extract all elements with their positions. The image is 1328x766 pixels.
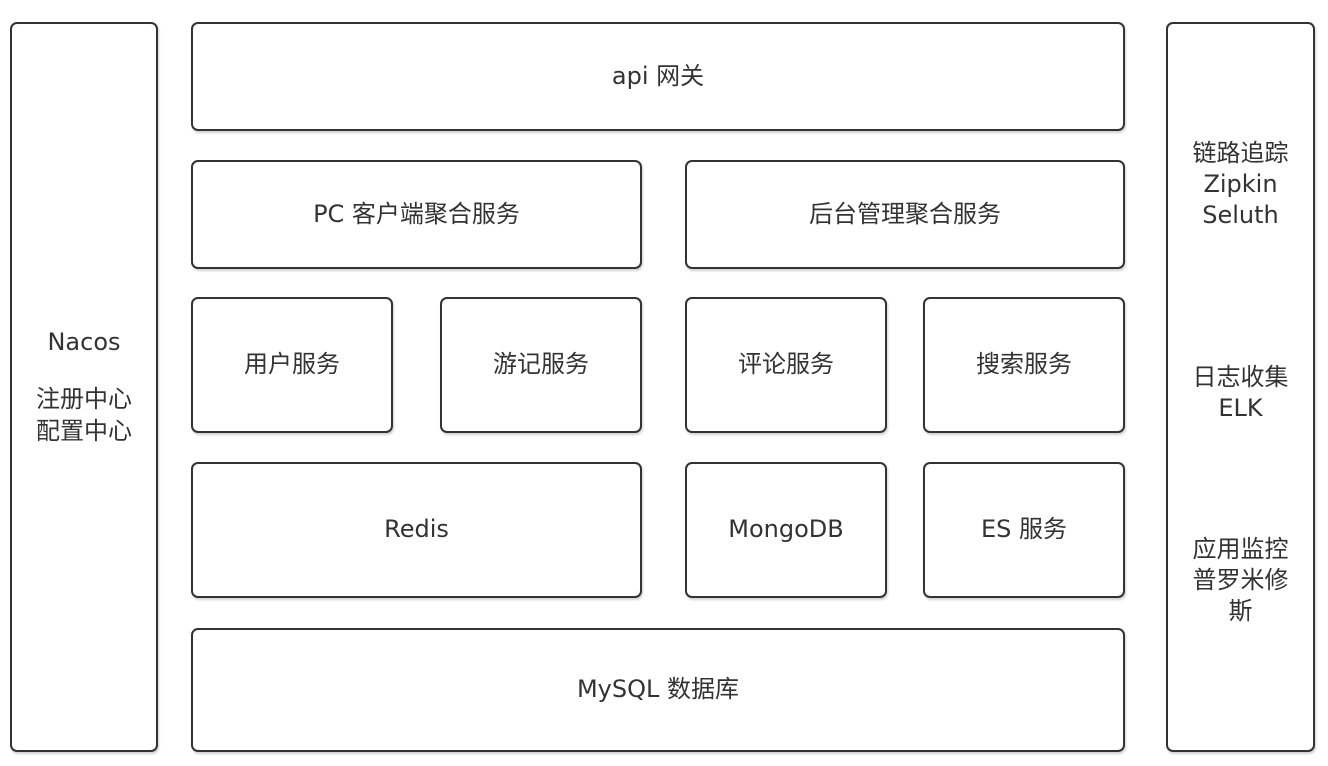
mongodb-box: MongoDB [685,462,887,598]
comment-service-label: 评论服务 [738,350,834,379]
mongodb-label: MongoDB [728,515,844,544]
nacos-panel: Nacos 注册中心 配置中心 [10,22,158,752]
redis-label: Redis [384,515,449,544]
api-gateway-box: api 网关 [191,22,1125,131]
tracing-group: 链路追踪 Zipkin Seluth [1193,138,1289,232]
redis-box: Redis [191,462,642,598]
monitoring-prometheus-1: 普罗米修 [1192,566,1289,595]
ops-groups: 链路追踪 Zipkin Seluth 日志收集 ELK 应用监控 普罗米修 斯 [1193,138,1289,628]
tracing-seluth: Seluth [1202,201,1279,230]
pc-aggregation-box: PC 客户端聚合服务 [191,160,642,269]
tracing-zipkin: Zipkin [1203,170,1278,199]
es-service-box: ES 服务 [923,462,1125,598]
mysql-label: MySQL 数据库 [576,675,740,704]
travel-service-label: 游记服务 [493,350,589,379]
pc-aggregation-label: PC 客户端聚合服务 [313,199,520,228]
monitoring-title: 应用监控 [1192,534,1289,563]
nacos-title: Nacos [47,328,121,357]
admin-aggregation-box: 后台管理聚合服务 [685,160,1125,269]
nacos-registry-label: 注册中心 [36,385,132,414]
monitoring-group: 应用监控 普罗米修 斯 [1193,534,1289,628]
search-service-box: 搜索服务 [923,297,1125,433]
search-service-label: 搜索服务 [976,350,1072,379]
nacos-config-label: 配置中心 [36,416,132,445]
monitoring-prometheus-2: 斯 [1228,597,1253,626]
admin-aggregation-label: 后台管理聚合服务 [809,199,1001,228]
tracing-title: 链路追踪 [1192,139,1289,167]
logging-group: 日志收集 ELK [1193,362,1289,424]
comment-service-box: 评论服务 [685,297,887,433]
user-service-label: 用户服务 [244,350,340,379]
travel-service-box: 游记服务 [440,297,642,433]
logging-title: 日志收集 [1192,362,1289,391]
mysql-box: MySQL 数据库 [191,628,1125,752]
es-service-label: ES 服务 [980,515,1068,544]
user-service-box: 用户服务 [191,297,393,433]
ops-panel: 链路追踪 Zipkin Seluth 日志收集 ELK 应用监控 普罗米修 斯 [1166,22,1315,752]
api-gateway-label: api 网关 [611,61,705,90]
logging-elk: ELK [1218,393,1263,422]
